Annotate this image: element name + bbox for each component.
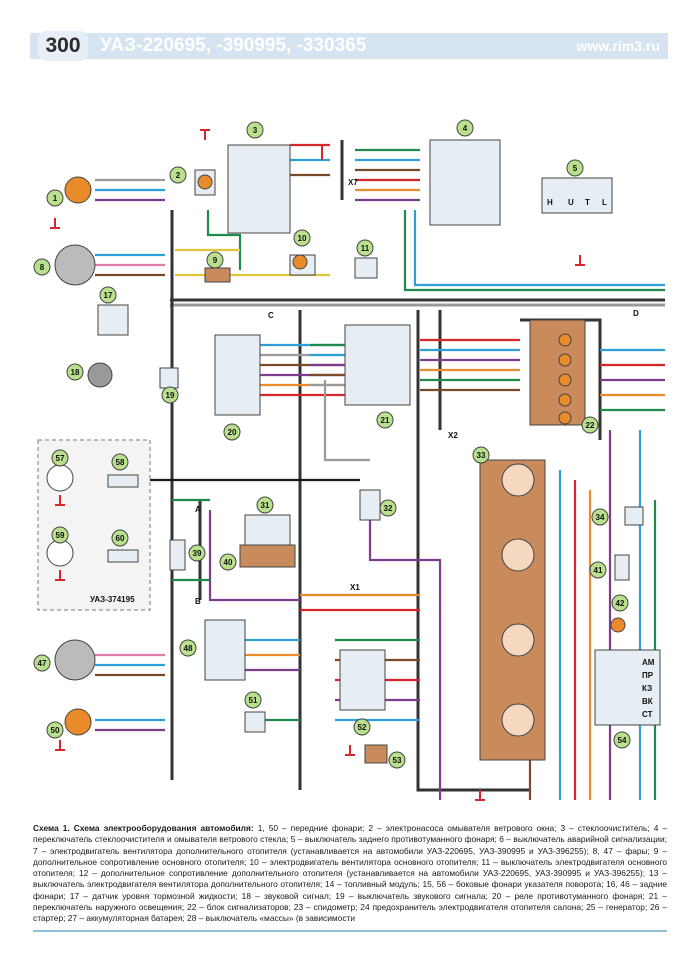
label-vk: ВК (642, 697, 653, 706)
label-x7: X7 (348, 178, 358, 187)
svg-text:3: 3 (253, 126, 258, 135)
svg-text:5: 5 (573, 164, 578, 173)
svg-text:40: 40 (224, 558, 233, 567)
svg-text:42: 42 (616, 599, 625, 608)
svg-text:17: 17 (104, 291, 113, 300)
diagram-labels: X7 X2 X1 C D A B УАЗ-374195 H U T L АМ П… (90, 178, 655, 719)
svg-text:10: 10 (298, 234, 307, 243)
label-pr: ПР (642, 671, 654, 680)
callouts: 1 2 3 4 5 8 9 10 11 17 18 19 20 21 22 31… (33, 119, 631, 769)
svg-text:47: 47 (38, 659, 47, 668)
svg-text:20: 20 (228, 428, 237, 437)
svg-text:58: 58 (116, 458, 125, 467)
svg-text:4: 4 (463, 124, 468, 133)
svg-text:21: 21 (381, 416, 390, 425)
label-d: D (633, 309, 639, 318)
svg-text:60: 60 (116, 534, 125, 543)
label-kz: КЗ (642, 684, 652, 693)
ground-terminals (50, 129, 585, 801)
svg-text:57: 57 (56, 454, 65, 463)
label-u: U (568, 198, 574, 207)
svg-text:52: 52 (358, 723, 367, 732)
svg-text:2: 2 (176, 171, 181, 180)
label-h: H (547, 198, 553, 207)
svg-text:8: 8 (40, 263, 45, 272)
svg-text:39: 39 (193, 549, 202, 558)
svg-text:48: 48 (184, 644, 193, 653)
svg-text:22: 22 (586, 421, 595, 430)
label-b: B (195, 597, 201, 606)
svg-text:41: 41 (594, 566, 603, 575)
bottom-divider (33, 930, 667, 932)
page-title: УАЗ-220695, -390995, -330365 (100, 35, 367, 56)
svg-text:18: 18 (71, 368, 80, 377)
svg-text:53: 53 (393, 756, 402, 765)
svg-text:33: 33 (477, 451, 486, 460)
caption-text: 1, 50 – передние фонари; 2 – электронасо… (33, 823, 668, 924)
svg-text:1: 1 (53, 194, 58, 203)
svg-text:32: 32 (384, 504, 393, 513)
lamps (46, 174, 626, 737)
wiring-diagram: 1 2 3 4 5 8 9 10 11 17 18 19 20 21 22 31… (33, 119, 665, 801)
caption-heading: Схема 1. Схема электрооборудования автом… (33, 823, 254, 833)
svg-text:54: 54 (618, 736, 627, 745)
page-number: 300 (38, 31, 88, 61)
svg-text:34: 34 (596, 513, 605, 522)
label-st: СТ (642, 710, 653, 719)
label-x2: X2 (448, 431, 458, 440)
figure-caption: Схема 1. Схема электрооборудования автом… (33, 823, 667, 925)
svg-text:11: 11 (361, 244, 370, 253)
svg-text:19: 19 (166, 391, 175, 400)
label-c: C (268, 311, 274, 320)
svg-text:59: 59 (56, 531, 65, 540)
label-am: АМ (642, 658, 655, 667)
svg-text:9: 9 (213, 256, 218, 265)
label-x1: X1 (350, 583, 360, 592)
svg-text:51: 51 (249, 696, 258, 705)
page-header-bar (30, 33, 668, 59)
component-boxes (37, 139, 661, 764)
label-t: T (585, 198, 590, 207)
label-variant: УАЗ-374195 (90, 595, 135, 604)
svg-text:31: 31 (261, 501, 270, 510)
label-a: A (195, 505, 201, 514)
svg-text:50: 50 (51, 726, 60, 735)
site-url: www.rim3.ru (576, 38, 660, 54)
label-l: L (602, 198, 607, 207)
